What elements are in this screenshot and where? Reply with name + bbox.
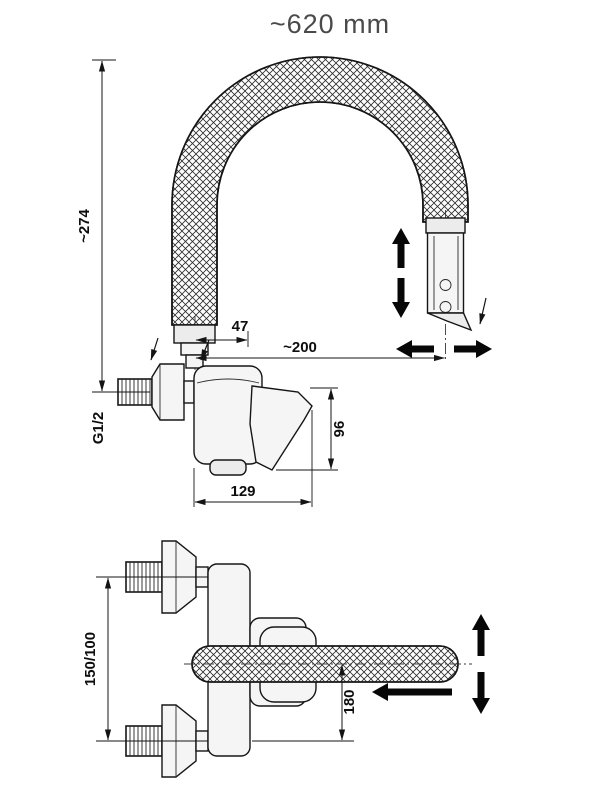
arrow-right-icon [454,340,492,358]
plan-motion-arrows [372,614,490,714]
dimension-274: ~274 [76,59,150,393]
dim-96-label: 96 [331,421,348,438]
arrow-left-icon-plan [372,683,452,701]
dimension-96: 96 [276,387,348,471]
arrow-left-icon [396,340,434,358]
arrow-down-icon [392,278,410,318]
spout-button-upper [439,279,452,291]
dim-150-100-label: 150/100 [82,632,99,686]
dim-129-label: 129 [230,483,255,500]
spout-head [425,210,487,362]
dimension-150-100: 150/100 [82,576,208,742]
spout-tip [427,312,473,332]
arrow-down-icon-plan [472,672,490,714]
bottom-view: 150/100 180 [82,540,490,778]
spout-coupling-ring [425,217,466,234]
body-top-contour [196,378,260,384]
body-connector [183,380,195,404]
flexible-hose-gooseneck [171,56,469,326]
dimension-200: ~200 [195,339,445,362]
dimension-180: 180 [252,664,358,742]
flexible-spout-plan [184,645,472,683]
dim-47-label: 47 [232,318,249,335]
spout-motion-arrows [392,228,492,358]
thread-size-label: G1/2 [90,412,107,445]
spout-body [426,232,465,314]
dimension-129: 129 [193,410,313,507]
pointer-arrow-escutcheon [150,337,159,361]
water-flow-arrow [479,297,487,325]
dim-180-label: 180 [341,689,358,714]
hose-braided-texture [171,56,469,326]
body-outlet [209,459,247,476]
coupling-neck [185,354,204,369]
dim-200-label: ~200 [283,339,317,356]
dim-620-label: ~620 mm [270,9,390,39]
handle-lever [249,385,313,471]
arrow-up-icon [392,228,410,268]
arrow-up-icon-plan [472,614,490,656]
top-view: ~620 mm [76,9,492,507]
dimension-47: 47 [195,318,249,347]
faucet-body-side-view [112,363,313,476]
dim-274-label: ~274 [76,208,93,242]
escutcheon-bell [151,363,185,421]
